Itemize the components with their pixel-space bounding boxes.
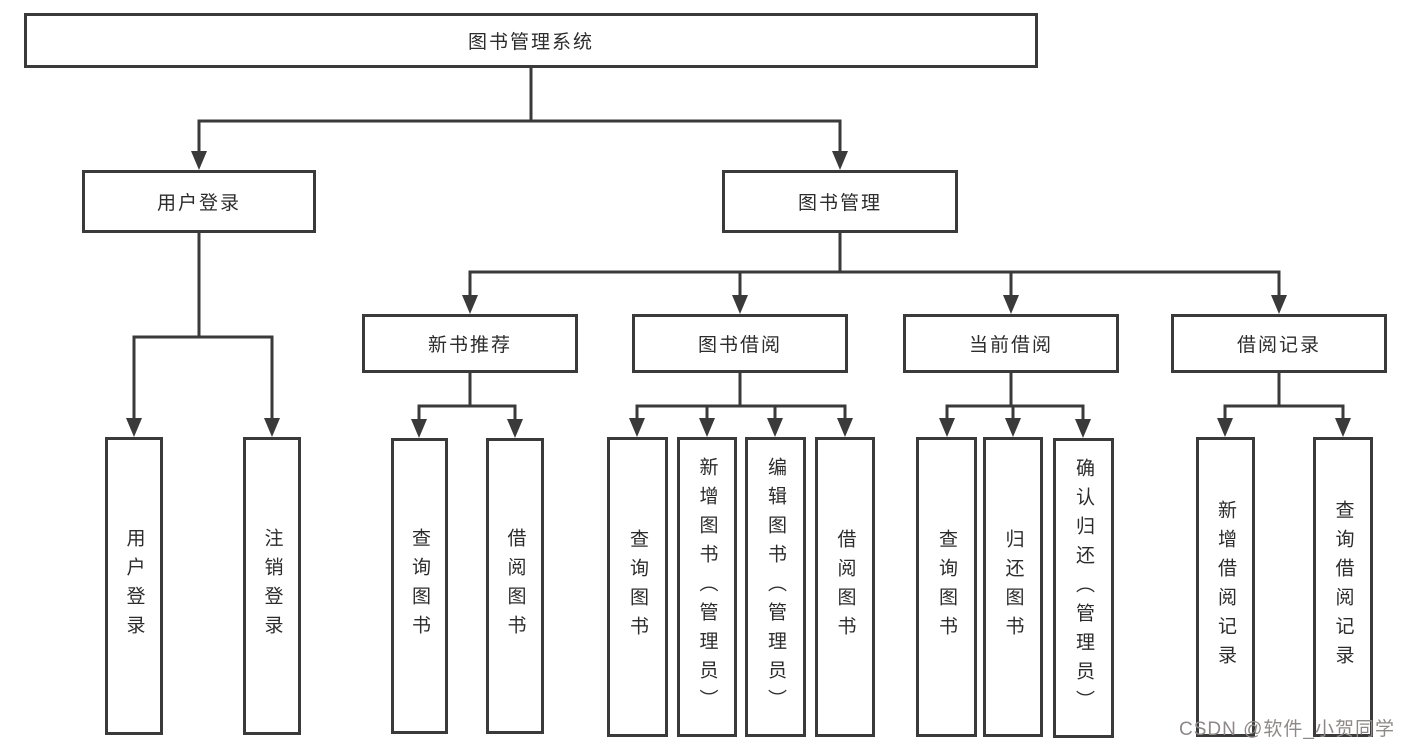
node-library-management-system: 图书管理系统: [24, 13, 1038, 68]
edge-current-branch: [945, 404, 1085, 423]
arrowheads: [126, 151, 1351, 438]
arrow-down-icon: [264, 418, 280, 437]
arrow-down-icon: [767, 418, 783, 437]
arrow-down-icon: [462, 295, 478, 314]
arrow-down-icon: [126, 418, 142, 437]
arrow-down-icon: [1005, 418, 1021, 437]
leaf-borrow-borrow-books: 借阅图书: [815, 437, 875, 737]
edge-userlogin-branch: [132, 335, 274, 423]
edge-records-branch: [1223, 404, 1345, 423]
node-book-borrowing: 图书借阅: [632, 314, 848, 373]
leaf-current-return-books: 归还图书: [983, 437, 1043, 737]
leaf-logout: 注销登录: [243, 437, 301, 735]
node-new-book-recommendation: 新书推荐: [362, 314, 578, 373]
arrow-down-icon: [1003, 295, 1019, 314]
node-current-borrowing: 当前借阅: [903, 314, 1119, 373]
arrow-down-icon: [1075, 419, 1091, 438]
leaf-newbook-borrow-books: 借阅图书: [486, 438, 544, 734]
arrow-down-icon: [832, 151, 848, 170]
arrow-down-icon: [837, 418, 853, 437]
leaf-current-query-books: 查询图书: [916, 437, 977, 737]
arrow-down-icon: [732, 295, 748, 314]
edge-root-branch: [197, 119, 842, 156]
arrow-down-icon: [629, 418, 645, 437]
arrow-down-icon: [699, 418, 715, 437]
arrow-down-icon: [411, 419, 427, 438]
leaf-records-add-borrow-record: 新增借阅记录: [1196, 437, 1255, 737]
watermark-text: CSDN @软件_小贺同学: [1179, 719, 1395, 740]
arrow-down-icon: [507, 419, 523, 438]
leaf-user-login: 用户登录: [105, 437, 163, 735]
leaf-borrow-add-book-admin: 新增图书（管理员）: [677, 437, 737, 737]
leaf-records-query-borrow-record: 查询借阅记录: [1313, 437, 1373, 737]
arrow-down-icon: [939, 418, 955, 437]
arrow-down-icon: [191, 151, 207, 170]
arrow-down-icon: [1335, 418, 1351, 437]
edge-borrow-branch: [635, 404, 847, 423]
leaf-borrow-query-books: 查询图书: [607, 437, 668, 737]
arrow-down-icon: [1217, 418, 1233, 437]
edge-bookmgmt-branch: [468, 270, 1281, 300]
leaf-newbook-query-books: 查询图书: [391, 438, 448, 734]
edge-newbook-branch: [417, 404, 517, 424]
node-user-login: 用户登录: [82, 170, 316, 233]
leaf-current-confirm-return-admin: 确认归还（管理员）: [1053, 438, 1114, 738]
leaf-borrow-edit-book-admin: 编辑图书（管理员）: [745, 437, 806, 737]
arrow-down-icon: [1271, 295, 1287, 314]
node-borrowing-records: 借阅记录: [1171, 314, 1387, 373]
node-book-management: 图书管理: [722, 170, 958, 233]
